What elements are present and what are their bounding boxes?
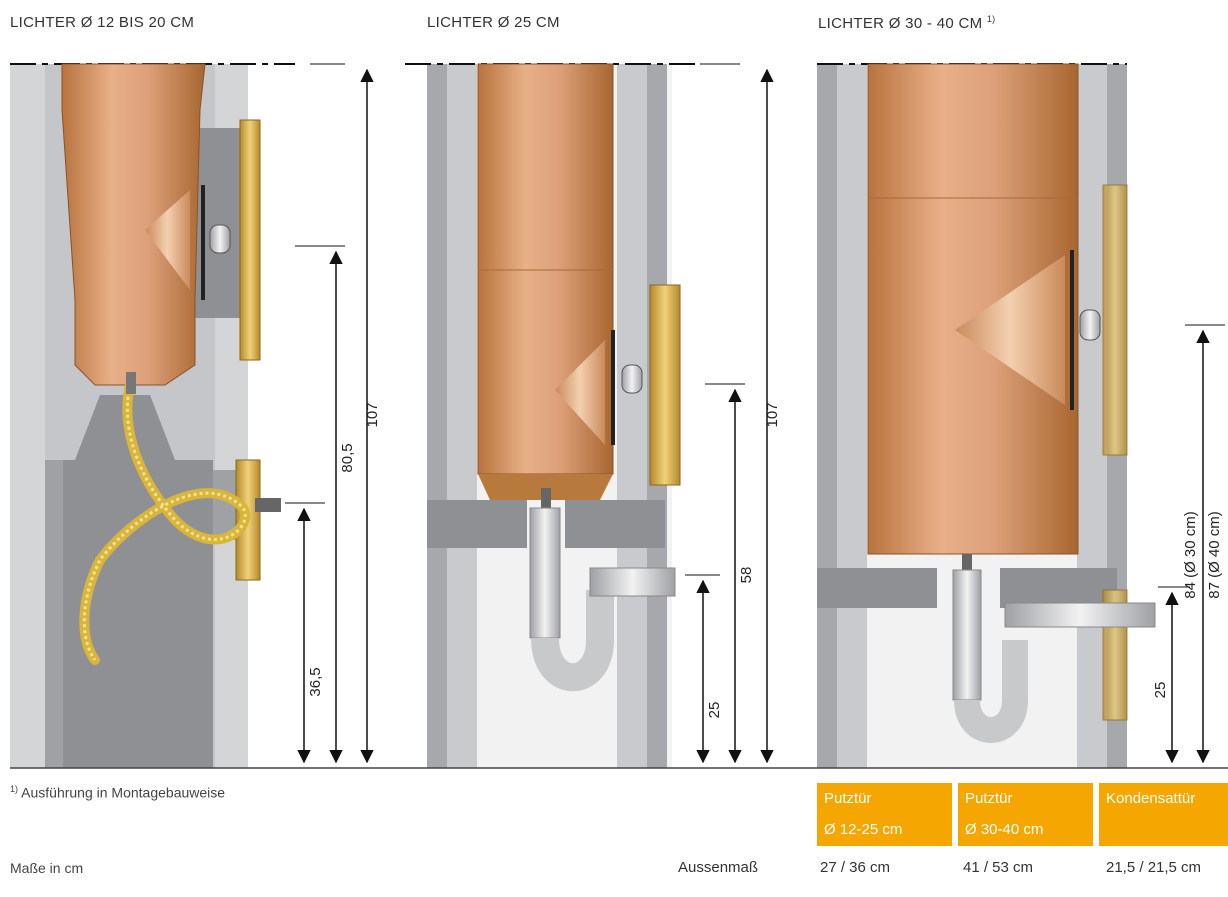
table-header-kondensattuer: Kondensattür bbox=[1099, 783, 1228, 846]
diagram-canvas: 107 80,5 36,5 107 58 bbox=[10, 63, 1228, 769]
dim-door-1: 80,5 bbox=[339, 443, 356, 472]
dim-drain-2: 25 bbox=[706, 702, 723, 719]
dim-door-3b: 87 (Ø 40 cm) bbox=[1206, 511, 1223, 599]
dim-total-1: 107 bbox=[364, 402, 381, 427]
heading-25: LICHTER Ø 25 CM bbox=[427, 14, 560, 31]
heading-30-40: LICHTER Ø 30 - 40 CM 1) bbox=[818, 14, 995, 32]
table-header-line1: Putztür bbox=[965, 790, 1013, 807]
dim-door-3a: 84 (Ø 30 cm) bbox=[1182, 511, 1199, 599]
heading-12-20: LICHTER Ø 12 BIS 20 CM bbox=[10, 14, 195, 31]
table-value-kondensattuer: 21,5 / 21,5 cm bbox=[1106, 859, 1202, 876]
diagram-panel-2: 107 58 25 bbox=[405, 63, 781, 768]
table-header-putztuer-30-40: Putztür Ø 30-40 cm bbox=[958, 783, 1093, 846]
dim-drain-1: 36,5 bbox=[307, 667, 324, 696]
diagram-panel-3: 84 (Ø 30 cm) 87 (Ø 40 cm) 25 bbox=[817, 63, 1225, 768]
diagram-panel-1: 107 80,5 36,5 bbox=[10, 63, 381, 768]
table-row-label: Aussenmaß bbox=[678, 859, 759, 876]
heading-footnote-mark: 1) bbox=[986, 14, 996, 24]
table-header-line1: Putztür bbox=[824, 790, 872, 807]
units-note: Maße in cm bbox=[10, 860, 84, 876]
table-value-putztuer-30-40: 41 / 53 cm bbox=[963, 859, 1034, 876]
footnote-text: Ausführung in Montagebauweise bbox=[21, 784, 226, 801]
dim-door-2: 58 bbox=[738, 567, 755, 584]
table-header-line1: Kondensattür bbox=[1106, 790, 1196, 807]
dim-total-2: 107 bbox=[764, 402, 781, 427]
heading-30-40-text: LICHTER Ø 30 - 40 CM bbox=[818, 15, 983, 32]
dim-drain-3: 25 bbox=[1152, 682, 1169, 699]
table-header-putztuer-12-25: Putztür Ø 12-25 cm bbox=[817, 783, 952, 846]
table-header-line2: Ø 30-40 cm bbox=[965, 821, 1044, 838]
footnote-mark: 1) bbox=[10, 784, 19, 794]
footnote: 1) Ausführung in Montagebauweise bbox=[10, 784, 225, 801]
table-value-putztuer-12-25: 27 / 36 cm bbox=[820, 859, 891, 876]
table-header-line2: Ø 12-25 cm bbox=[824, 821, 903, 838]
